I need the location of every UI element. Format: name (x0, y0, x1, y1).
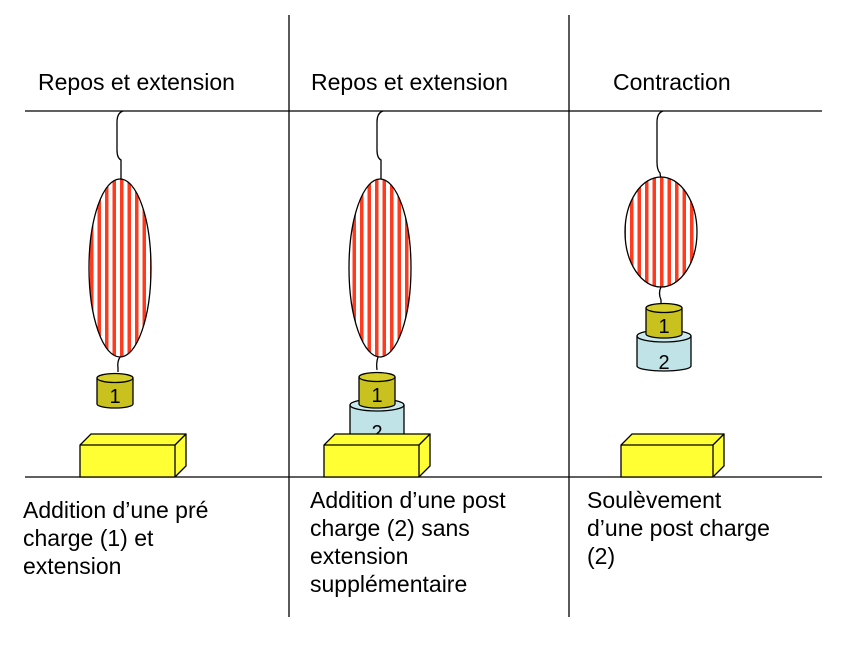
column-1-header: Repos et extension (38, 69, 235, 95)
muscle-contracted (624, 176, 698, 288)
caption-line: Soulèvement (587, 487, 722, 513)
tendon-top (656, 110, 664, 181)
column-2-header: Repos et extension (311, 69, 508, 95)
weight-2-label: 2 (658, 352, 669, 374)
platform (323, 433, 431, 478)
tendon-top (116, 110, 124, 180)
weight-1-label: 1 (109, 386, 120, 408)
column-3-header: Contraction (613, 69, 731, 95)
column-3-setup: 2 1 (620, 110, 725, 478)
column-1-setup: 1 (79, 110, 187, 478)
weight-1-label: 1 (658, 316, 669, 338)
muscle-relaxed (88, 178, 152, 358)
caption-line: (2) (587, 543, 616, 569)
column-2-caption: Addition d’une post charge (2) sans exte… (310, 486, 506, 598)
weight-1-label: 1 (371, 385, 382, 407)
weight-2-label: 2 (371, 422, 382, 444)
caption-line: extension (310, 543, 409, 569)
caption-line: d’une post charge (587, 515, 770, 541)
column-2-setup: 2 1 (323, 110, 431, 478)
caption-line: charge (2) sans (310, 515, 470, 541)
muscle-relaxed (348, 178, 412, 358)
caption-line: Addition d’une post (310, 487, 506, 513)
tendon-bottom (658, 286, 662, 305)
caption-line: Addition d’une pré (23, 497, 209, 523)
weight-1: 1 (358, 371, 396, 409)
tendon-bottom (376, 356, 379, 371)
platform (620, 433, 725, 478)
column-1-caption: Addition d’une pré charge (1) et extensi… (23, 496, 208, 580)
platform (79, 433, 187, 478)
caption-line: supplémentaire (310, 571, 468, 597)
tendon-bottom (117, 356, 121, 372)
column-3-caption: Soulèvement d’une post charge (2) (587, 486, 770, 570)
weight-1: 1 (96, 372, 134, 409)
caption-line: extension (23, 553, 122, 579)
weight-1: 1 (645, 302, 683, 339)
tendon-top (376, 110, 384, 180)
caption-line: charge (1) et (23, 525, 154, 551)
